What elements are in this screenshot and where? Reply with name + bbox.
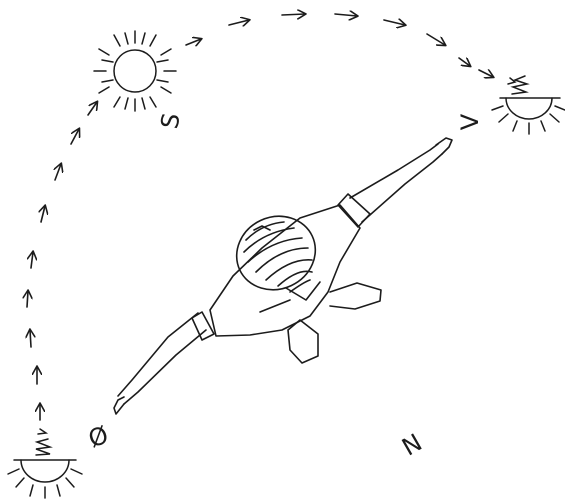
right-foot	[330, 283, 381, 309]
left-hand	[114, 397, 124, 414]
sun-path-dash	[27, 291, 28, 307]
compass-label-west: V	[458, 114, 482, 130]
sun-path-dash	[229, 20, 249, 25]
sun-path-dash	[282, 14, 305, 15]
sun-path-dash	[55, 164, 61, 180]
sunset-icon	[492, 76, 565, 134]
sun-path-dash	[459, 58, 470, 66]
head	[225, 203, 328, 302]
sun-path-dash	[88, 102, 97, 115]
sun-path-dash	[335, 14, 357, 16]
torso	[210, 205, 360, 336]
person-top-view-icon	[114, 138, 452, 414]
sun-path-dash	[31, 252, 33, 268]
sun-path-arrows	[27, 14, 493, 420]
sun-path-dash	[384, 20, 405, 25]
sun-path-dash	[479, 70, 493, 77]
sun-path-dash	[41, 206, 45, 222]
sun-path-dash	[427, 34, 445, 45]
left-foot	[288, 320, 318, 363]
right-arm	[350, 144, 438, 198]
sunrise-icon	[8, 429, 82, 498]
sun-path-dash	[186, 39, 201, 45]
sun-path-dash	[30, 330, 31, 347]
noon-sun-icon	[94, 31, 176, 111]
right-hand	[436, 138, 452, 154]
sun-path-dash	[71, 129, 79, 144]
